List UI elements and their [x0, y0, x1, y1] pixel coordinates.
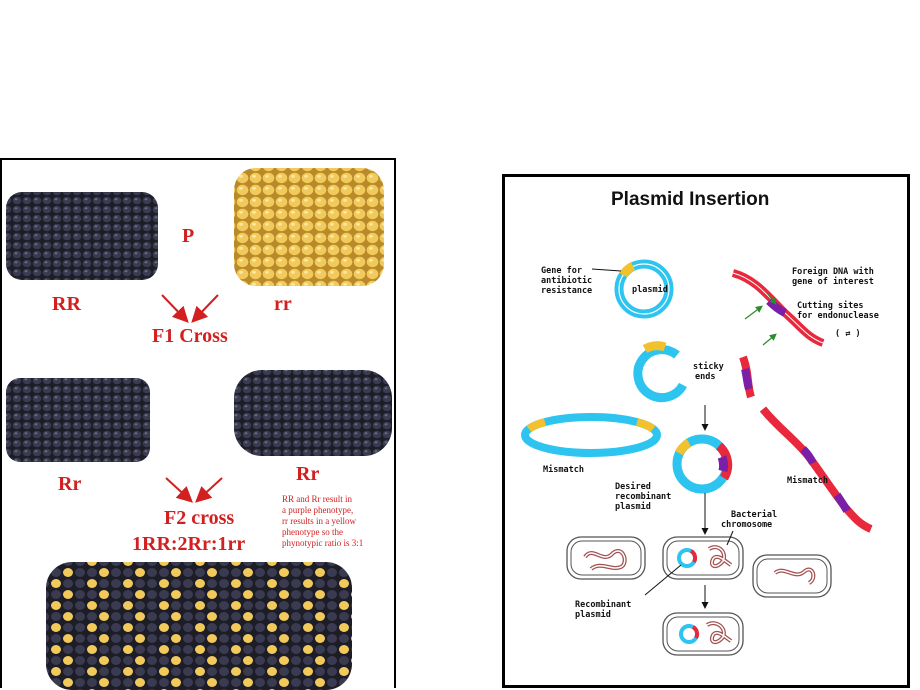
cut-arrow-3 [762, 333, 777, 346]
desired-label-1: Desired [615, 481, 651, 492]
plasmid-label: plasmid [632, 284, 668, 295]
corn-ear-Rr-left [6, 378, 150, 462]
cutting-sites-symbol: ( ⇄ ) [835, 329, 861, 339]
note-line-2: a purple phenotype, [282, 505, 353, 515]
corn-ear-Rr-right [234, 370, 392, 456]
cut-plasmid [633, 341, 687, 403]
p-label: P [182, 225, 194, 247]
cutting-sites-label-2: for endonuclease [797, 311, 879, 321]
f1-cross-label: F1 Cross [152, 325, 228, 347]
foreign-dna-label-2: gene of interest [792, 276, 874, 287]
rr-het-right-label: Rr [296, 463, 319, 485]
cut-arrow-1 [766, 292, 777, 305]
corn-diagram: P RR rr F1 Cross Rr Rr F2 cross 1RR:2Rr:… [6, 168, 392, 690]
mismatch-ellipse [521, 413, 661, 457]
f1-arrow-right [191, 294, 219, 323]
cutting-sites-label-1: Cutting sites [797, 300, 864, 311]
f2-cross-label: F2 cross [164, 507, 234, 529]
note-line-4: phenotype so the [282, 527, 343, 537]
plasmid-diagram: Plasmid Insertion plasmid Gene for antib… [521, 189, 879, 656]
recombinant-label-1: Recombinant [575, 599, 631, 610]
mismatch-dna [759, 406, 873, 533]
cut-dna-fragment [739, 355, 755, 399]
bacterium-2 [662, 536, 744, 580]
note-line-1: RR and Rr result in [282, 494, 352, 504]
f1-arrow-left [161, 294, 189, 323]
mismatch-right-label: Mismatch [787, 475, 828, 486]
cut-arrow-2 [744, 305, 763, 320]
mismatch-left-label: Mismatch [543, 464, 584, 475]
bacterium-1 [566, 536, 646, 580]
gene-label-1: Gene for [541, 266, 582, 276]
bacterium-3 [752, 554, 832, 598]
recombinant-label-2: plasmid [575, 609, 611, 620]
corn-ear-RR [6, 192, 158, 280]
plasmid-title: Plasmid Insertion [611, 189, 769, 210]
bacterial-label-1: Bacterial [731, 509, 777, 520]
bacterial-label-2: chromosome [721, 520, 772, 530]
gene-pointer [591, 268, 622, 272]
foreign-dna-label-1: Foreign DNA with [792, 266, 874, 277]
f2-arrow-left [165, 477, 193, 503]
ratio-label: 1RR:2Rr:1rr [132, 533, 245, 555]
rr-het-left-label: Rr [58, 473, 81, 495]
plasmid-insertion-panel: Plasmid Insertion plasmid Gene for antib… [502, 174, 910, 688]
plasmid-circle [614, 259, 674, 319]
desired-label-3: plasmid [615, 501, 651, 512]
note-line-3: rr results in a yellow [282, 516, 356, 526]
rr-dominant-label: RR [52, 293, 81, 315]
recombinant-pointer [644, 564, 682, 596]
corn-genetics-panel: P RR rr F1 Cross Rr Rr F2 cross 1RR:2Rr:… [0, 158, 396, 690]
desired-label-2: recombinant [615, 491, 671, 502]
bacterial-pointer [726, 530, 734, 546]
sticky-ends-label-1: sticky [693, 361, 724, 372]
recombinant-plasmid [672, 434, 733, 494]
rr-recessive-label: rr [274, 293, 292, 315]
corn-ear-F2 [46, 562, 352, 690]
note-line-5: phynotypic ratio is 3:1 [282, 538, 363, 548]
gene-label-3: resistance [541, 285, 592, 296]
f2-arrow-right [195, 477, 223, 503]
gene-label-2: antibiotic [541, 275, 592, 286]
bacterium-result [662, 612, 744, 656]
sticky-ends-label-2: ends [695, 372, 715, 382]
corn-ear-rr [234, 168, 384, 286]
